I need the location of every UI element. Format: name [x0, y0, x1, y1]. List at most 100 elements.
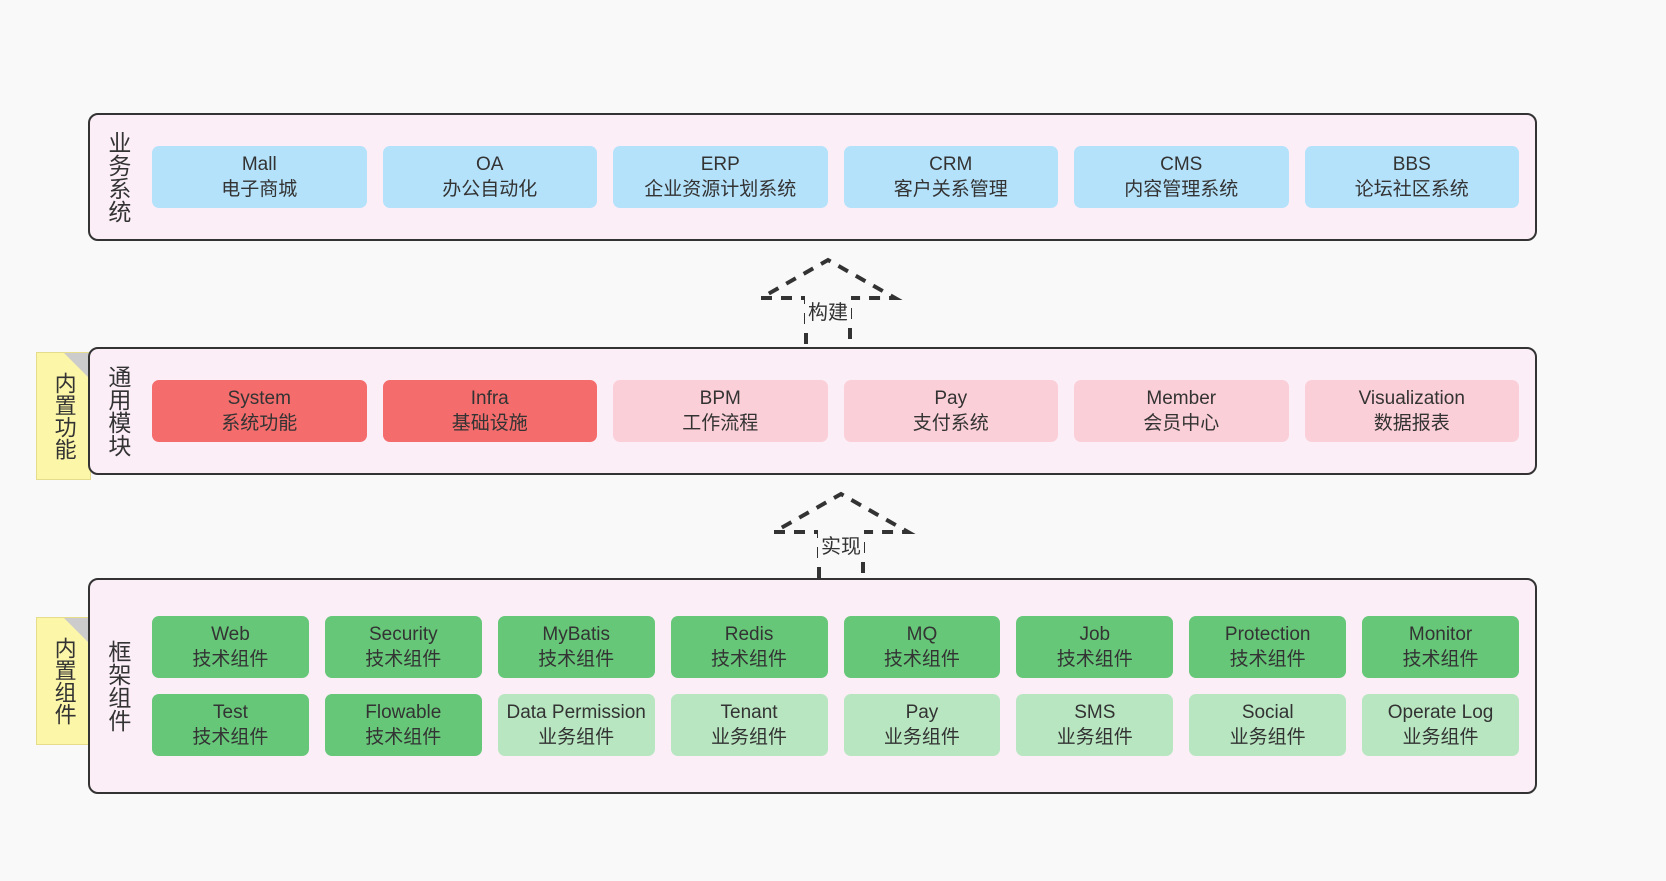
- layer-title-common-module: 通用模块: [104, 365, 131, 457]
- card-title: Infra: [470, 387, 509, 409]
- card-subtitle: 技术组件: [1056, 648, 1133, 670]
- card-subtitle: 技术组件: [883, 648, 960, 670]
- card-title: Member: [1146, 387, 1217, 409]
- layer-framework-component: 框架组件 Web 技术组件 Security 技术组件 MyBatis 技术组件…: [88, 578, 1537, 794]
- connector-implement: 实现: [766, 491, 916, 578]
- layer-body-framework-component: Web 技术组件 Security 技术组件 MyBatis 技术组件 Redi…: [144, 580, 1535, 792]
- card-bpm[interactable]: BPM 工作流程: [613, 379, 828, 443]
- card-subtitle: 业务组件: [538, 727, 615, 749]
- card-bbs[interactable]: BBS 论坛社区系统: [1304, 145, 1519, 209]
- card-title: BPM: [699, 387, 741, 409]
- card-subtitle: 支付系统: [912, 413, 989, 434]
- card-title: Flowable: [365, 702, 442, 723]
- card-title: Monitor: [1408, 623, 1473, 645]
- card-row: Web 技术组件 Security 技术组件 MyBatis 技术组件 Redi…: [152, 615, 1519, 678]
- card-title: MQ: [906, 623, 938, 645]
- card-monitor[interactable]: Monitor 技术组件: [1362, 615, 1519, 678]
- card-subtitle: 业务组件: [1402, 727, 1479, 749]
- card-title: Operate Log: [1387, 702, 1494, 723]
- card-cms[interactable]: CMS 内容管理系统: [1074, 145, 1289, 209]
- card-title: Protection: [1224, 623, 1311, 645]
- card-subtitle: 业务组件: [883, 727, 960, 749]
- card-subtitle: 技术组件: [192, 648, 269, 670]
- card-subtitle: 技术组件: [711, 648, 788, 670]
- card-subtitle: 业务组件: [1056, 727, 1133, 749]
- connector-build: 构建: [753, 257, 903, 344]
- card-subtitle: 技术组件: [365, 727, 442, 749]
- card-pay-biz[interactable]: Pay 业务组件: [843, 694, 1001, 757]
- card-subtitle: 内容管理系统: [1124, 179, 1239, 200]
- card-mybatis[interactable]: MyBatis 技术组件: [497, 615, 655, 678]
- card-visualization[interactable]: Visualization 数据报表: [1304, 379, 1519, 443]
- card-title: Job: [1079, 623, 1111, 645]
- card-sms[interactable]: SMS 业务组件: [1016, 694, 1174, 757]
- card-system[interactable]: System 系统功能: [152, 379, 367, 443]
- layer-business-system: 业务系统 Mall 电子商城 OA 办公自动化 ERP 企业资源计划系统 CRM…: [88, 113, 1537, 241]
- card-subtitle: 技术组件: [365, 648, 442, 670]
- card-security[interactable]: Security 技术组件: [324, 615, 482, 678]
- card-mall[interactable]: Mall 电子商城: [152, 145, 367, 209]
- card-subtitle: 论坛社区系统: [1354, 179, 1469, 200]
- connector-implement-label: 实现: [818, 530, 864, 559]
- card-title: Pay: [934, 387, 968, 409]
- note-label: 内置功能: [51, 372, 77, 460]
- card-subtitle: 业务组件: [1229, 727, 1306, 749]
- card-flowable[interactable]: Flowable 技术组件: [324, 694, 482, 757]
- note-fold-corner: [64, 618, 90, 644]
- card-title: CRM: [929, 153, 973, 175]
- note-builtin-function: 内置功能: [36, 352, 91, 480]
- card-subtitle: 会员中心: [1143, 413, 1220, 434]
- layer-title-framework-component: 框架组件: [104, 640, 131, 732]
- card-job[interactable]: Job 技术组件: [1016, 615, 1174, 678]
- card-mq[interactable]: MQ 技术组件: [843, 615, 1001, 678]
- layer-title-business-system: 业务系统: [104, 131, 131, 223]
- card-title: OA: [476, 153, 504, 175]
- card-subtitle: 技术组件: [1402, 648, 1479, 670]
- card-title: Web: [211, 623, 250, 645]
- note-fold-corner: [64, 353, 90, 379]
- card-social[interactable]: Social 业务组件: [1189, 694, 1347, 757]
- note-builtin-component: 内置组件: [36, 617, 91, 745]
- card-infra[interactable]: Infra 基础设施: [382, 379, 597, 443]
- card-title: Mall: [241, 153, 277, 175]
- card-oa[interactable]: OA 办公自动化: [382, 145, 597, 209]
- card-subtitle: 技术组件: [192, 727, 269, 749]
- layer-common-module: 通用模块 System 系统功能 Infra 基础设施 BPM 工作流程 Pay…: [88, 347, 1537, 475]
- card-title: ERP: [700, 153, 740, 175]
- card-title: Test: [213, 702, 248, 723]
- card-subtitle: 基础设施: [451, 413, 528, 434]
- note-label: 内置组件: [51, 637, 77, 725]
- card-erp[interactable]: ERP 企业资源计划系统: [613, 145, 828, 209]
- card-web[interactable]: Web 技术组件: [152, 615, 309, 678]
- card-title: Visualization: [1358, 387, 1465, 409]
- card-data-permission[interactable]: Data Permission 业务组件: [497, 694, 655, 757]
- card-subtitle: 数据报表: [1373, 413, 1450, 434]
- card-protection[interactable]: Protection 技术组件: [1189, 615, 1347, 678]
- card-subtitle: 业务组件: [711, 727, 788, 749]
- card-subtitle: 技术组件: [1229, 648, 1306, 670]
- card-member[interactable]: Member 会员中心: [1074, 379, 1289, 443]
- card-subtitle: 办公自动化: [442, 179, 538, 200]
- card-title: BBS: [1392, 153, 1431, 175]
- card-title: Tenant: [720, 702, 778, 723]
- card-row: Test 技术组件 Flowable 技术组件 Data Permission …: [152, 694, 1519, 757]
- card-title: System: [227, 387, 291, 409]
- card-title: CMS: [1160, 153, 1203, 175]
- card-subtitle: 系统功能: [221, 413, 298, 434]
- card-subtitle: 工作流程: [682, 413, 759, 434]
- card-operate-log[interactable]: Operate Log 业务组件: [1362, 694, 1519, 757]
- card-subtitle: 技术组件: [538, 648, 615, 670]
- connector-build-label: 构建: [805, 296, 851, 325]
- card-title: MyBatis: [542, 623, 610, 645]
- card-title: Data Permission: [506, 702, 646, 723]
- card-pay[interactable]: Pay 支付系统: [843, 379, 1058, 443]
- card-title: SMS: [1074, 702, 1116, 723]
- card-crm[interactable]: CRM 客户关系管理: [843, 145, 1058, 209]
- card-redis[interactable]: Redis 技术组件: [670, 615, 828, 678]
- layer-body-business-system: Mall 电子商城 OA 办公自动化 ERP 企业资源计划系统 CRM 客户关系…: [144, 115, 1535, 239]
- card-title: Social: [1241, 702, 1294, 723]
- card-title: Security: [368, 623, 438, 645]
- card-test[interactable]: Test 技术组件: [152, 694, 309, 757]
- card-tenant[interactable]: Tenant 业务组件: [670, 694, 828, 757]
